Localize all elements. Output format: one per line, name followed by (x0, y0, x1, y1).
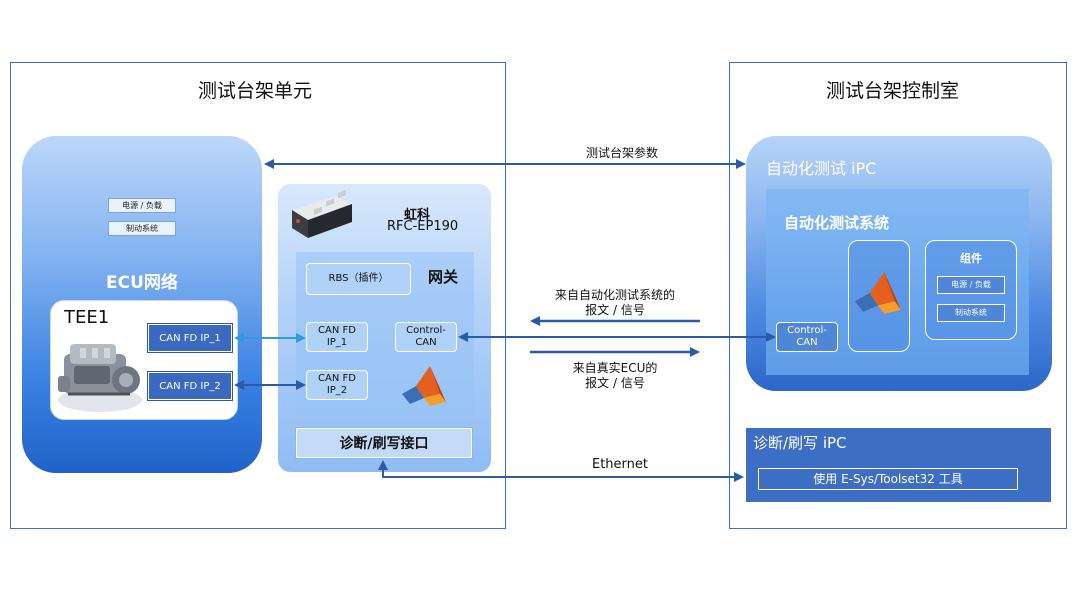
control-room-title: 测试台架控制室 (826, 80, 960, 102)
rbs-plugin-label: RBS（插件） (328, 273, 389, 284)
components-title: 组件 (960, 252, 982, 265)
gateway-brand: 虹科 (404, 208, 431, 223)
matlab-logo-icon (402, 366, 446, 406)
ecu-network-title: ECU网络 (106, 273, 178, 293)
gateway-model: RFC-EP190 (387, 219, 459, 234)
tee1-can-fd-ip1: CAN FD IP_1 (148, 324, 232, 352)
component-power-load: 电源 / 负载 (937, 276, 1005, 294)
esys-toolset-box: 使用 E-Sys/Toolset32 工具 (758, 468, 1018, 490)
bench-params-label: 测试台架参数 (585, 146, 658, 160)
gateway-title: 网关 (428, 268, 459, 286)
gateway-can-fd-ip1-label: CAN FD IP_1 (318, 325, 356, 348)
ecu-item-brake-system: 制动系统 (108, 221, 176, 236)
tee1-can-fd-ip2: CAN FD IP_2 (148, 372, 232, 400)
rbs-plugin-box: RBS（插件） (306, 263, 411, 295)
gateway-device-icon (292, 190, 352, 238)
from-ecu-label-line1: 来自真实ECU的 (572, 361, 658, 375)
from-ecu-label-line2: 报文 / 信号 (585, 376, 645, 390)
component-brake-system: 制动系统 (937, 304, 1005, 322)
automation-system-title: 自动化测试系统 (784, 214, 890, 232)
automation-control-can-label: Control- CAN (787, 325, 827, 348)
gateway-can-fd-ip2-label: CAN FD IP_2 (318, 373, 356, 396)
diag-flash-interface: 诊断/刷写接口 (296, 428, 472, 458)
matlab-logo-icon (855, 272, 901, 314)
gateway-can-fd-ip1: CAN FD IP_1 (306, 322, 368, 352)
from-auto-label-line1: 来自自动化测试系统的 (554, 288, 675, 302)
ethernet-arrow (378, 460, 744, 482)
gateway-can-fd-ip2: CAN FD IP_2 (306, 370, 368, 400)
automation-control-can: Control- CAN (776, 322, 838, 352)
from-auto-label-line2: 报文 / 信号 (585, 303, 645, 317)
gateway-control-can: Control- CAN (395, 322, 457, 352)
engine-image (58, 344, 142, 412)
ecu-item-power-load: 电源 / 负载 (108, 198, 176, 213)
gateway-control-can-label: Control- CAN (406, 325, 446, 348)
bench-unit-title: 测试台架单元 (198, 80, 313, 102)
diag-ipc-title: 诊断/刷写 iPC (753, 434, 847, 452)
tee1-title: TEE1 (64, 307, 110, 328)
automation-ipc-title: 自动化测试 iPC (766, 159, 877, 178)
